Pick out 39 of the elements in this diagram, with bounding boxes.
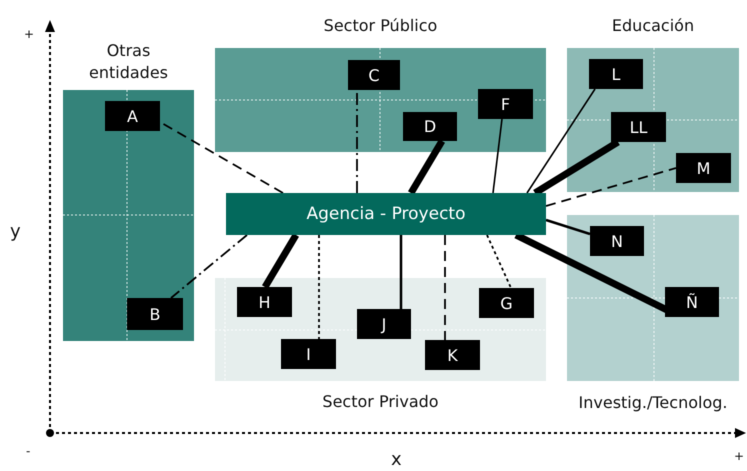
sector-heading: Otras entidades xyxy=(88,40,169,84)
agency-box: Agencia - Proyecto xyxy=(226,193,546,235)
actor-box: L xyxy=(589,59,643,89)
actor-box: A xyxy=(105,101,160,131)
actor-box: B xyxy=(127,298,183,330)
connector-line xyxy=(444,235,446,340)
actor-box: D xyxy=(403,112,457,141)
axis-label: + xyxy=(734,450,744,464)
connector-line xyxy=(400,235,402,309)
connector-line xyxy=(546,167,676,207)
actor-box: C xyxy=(348,60,400,90)
connector-line xyxy=(526,88,596,194)
sector-heading: Sector Privado xyxy=(322,391,439,413)
axis-label: y xyxy=(10,222,21,242)
connector-line xyxy=(533,139,620,196)
connector-line xyxy=(408,139,445,195)
connector-line xyxy=(318,235,320,339)
sector-heading: Sector Público xyxy=(324,15,438,37)
actor-box: M xyxy=(676,153,731,183)
sector-heading: Investig./Tecnolog. xyxy=(578,392,728,414)
actor-box: K xyxy=(425,340,480,370)
actor-box: H xyxy=(237,287,292,317)
actor-box: Ñ xyxy=(665,287,719,317)
actor-box: I xyxy=(281,339,336,369)
connector-line xyxy=(492,118,503,194)
connector-line xyxy=(170,234,248,299)
connector-line xyxy=(356,90,358,193)
sector-heading: Educación xyxy=(612,15,694,37)
connector-line xyxy=(546,218,590,236)
axis-label: + xyxy=(24,28,34,42)
connector-line xyxy=(486,234,512,288)
actor-box: J xyxy=(357,309,411,339)
connector-line xyxy=(262,233,299,289)
axis-label: - xyxy=(26,445,30,458)
axis-label: x xyxy=(391,450,402,470)
actor-box: G xyxy=(479,288,534,318)
actor-box: N xyxy=(590,226,644,256)
actor-box: LL xyxy=(611,112,666,142)
actor-box: F xyxy=(478,89,533,119)
